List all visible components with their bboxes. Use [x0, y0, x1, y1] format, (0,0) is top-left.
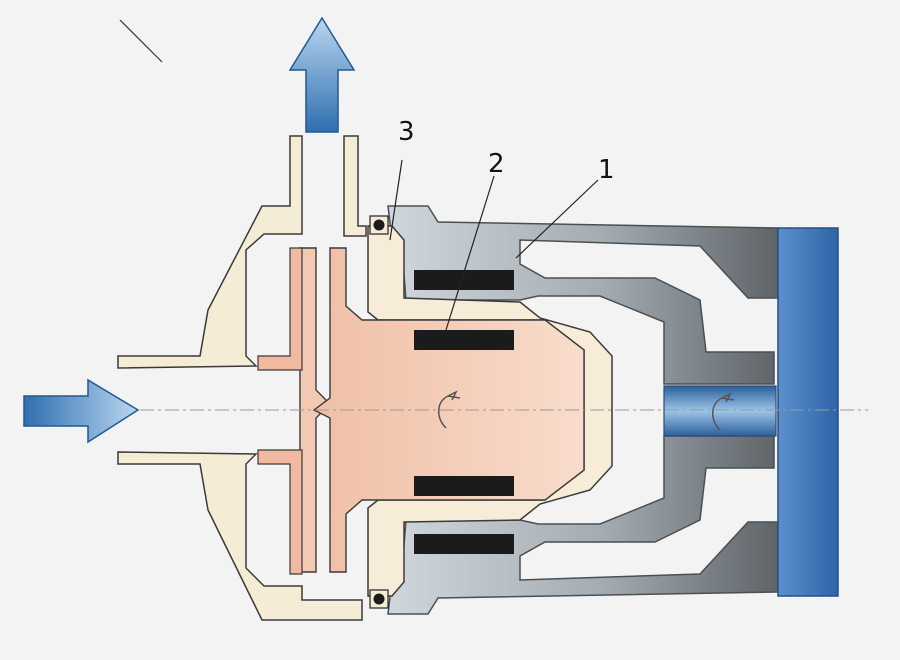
inner-magnet-bottom — [414, 476, 514, 496]
flow-arrow-out-icon — [288, 16, 356, 133]
inner-magnet-top — [414, 330, 514, 350]
o-ring-seals — [369, 215, 389, 609]
outer-magnet-bottom — [414, 534, 514, 554]
motor-endcap — [777, 227, 839, 597]
pump-casing — [117, 135, 367, 621]
callout-1: 1 — [598, 155, 615, 185]
outer-magnet-top — [414, 270, 514, 290]
flow-arrow-in-icon — [23, 378, 140, 444]
callout-2: 2 — [488, 149, 505, 179]
magnets — [414, 270, 514, 554]
callout-leaders — [389, 159, 599, 331]
callout-3: 3 — [398, 117, 415, 147]
stray-line — [119, 19, 163, 63]
rotation-icon — [438, 390, 735, 431]
drive-shaft — [663, 385, 777, 437]
